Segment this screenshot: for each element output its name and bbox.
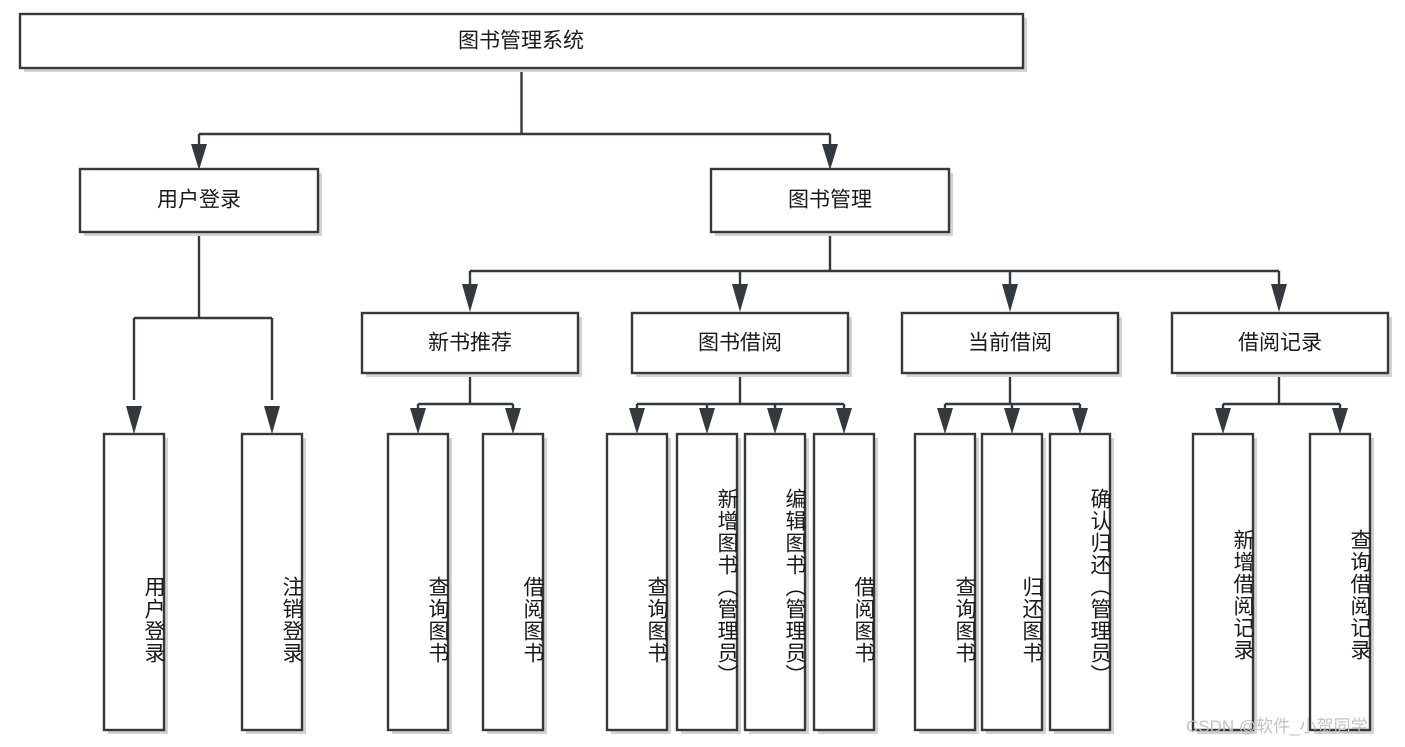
arrow-to-user-login [191, 144, 207, 170]
leaf-return-book-box[interactable] [980, 432, 1044, 732]
arrow-to-leaf-logout [264, 406, 280, 434]
node-book-borrow-label: 图书借阅 [698, 332, 782, 355]
node-current-borrow-box[interactable] [900, 311, 1120, 375]
arrow-to-leaf-return-book [1004, 408, 1020, 434]
connector-group [126, 68, 1348, 434]
node-new-book-recommend-label: 新书推荐 [428, 332, 512, 355]
node-new-book-recommend[interactable]: 新书推荐 [360, 311, 582, 377]
node-user-login-box[interactable] [78, 167, 320, 234]
leaf-logout-box[interactable] [240, 432, 304, 732]
node-borrow-record[interactable]: 借阅记录 [1170, 311, 1392, 377]
leaf-query-record-box[interactable] [1308, 432, 1372, 732]
leaf-borrow-book-1-box[interactable] [481, 432, 545, 732]
arrow-to-borrow-record [1271, 284, 1287, 312]
leaf-confirm-return[interactable] [1048, 432, 1114, 734]
leaf-query-book-2-box[interactable] [605, 432, 669, 732]
node-user-login-label: 用户登录 [157, 189, 241, 212]
leaf-edit-book-box[interactable] [743, 432, 807, 732]
node-book-manage[interactable]: 图书管理 [709, 167, 953, 236]
node-root[interactable]: 图书管理系统 [18, 12, 1027, 72]
leaf-borrow-book-2-box[interactable] [812, 432, 876, 732]
connector-root-to-level2 [197, 68, 832, 156]
leaf-add-record[interactable] [1191, 432, 1257, 734]
arrow-to-leaf-borrow-book-1 [505, 408, 521, 434]
leaf-borrow-book-1[interactable] [481, 432, 547, 734]
arrow-to-leaf-query-book-1 [410, 408, 426, 434]
arrow-to-leaf-confirm-return [1072, 408, 1088, 434]
node-new-book-recommend-box[interactable] [360, 311, 580, 375]
leaf-edit-book[interactable] [743, 432, 809, 734]
leaf-add-book-box[interactable] [675, 432, 739, 732]
connector-bookborrow-bus [635, 375, 846, 414]
arrow-to-leaf-user-login [126, 406, 142, 434]
node-root-label: 图书管理系统 [458, 30, 584, 53]
node-borrow-record-box[interactable] [1170, 311, 1390, 375]
connector-newbook-bus [416, 375, 515, 414]
leaf-query-book-3-box[interactable] [913, 432, 977, 732]
arrow-to-leaf-query-book-3 [937, 408, 953, 434]
arrow-to-leaf-borrow-book-2 [836, 408, 852, 434]
csdn-watermark: CSDN @软件_小贺同学 [1186, 717, 1368, 736]
arrow-to-current-borrow [1002, 284, 1018, 312]
leaf-query-book-1[interactable] [386, 432, 452, 734]
node-root-box[interactable] [18, 12, 1025, 70]
arrow-to-leaf-add-record [1215, 408, 1231, 434]
node-user-login[interactable]: 用户登录 [78, 167, 322, 236]
leaf-add-book[interactable] [675, 432, 741, 734]
arrow-to-leaf-query-book-2 [629, 408, 645, 434]
arrow-to-book-borrow [732, 284, 748, 312]
node-borrow-record-label: 借阅记录 [1238, 332, 1322, 355]
connector-bookmanage-bus [468, 232, 1281, 292]
node-current-borrow-label: 当前借阅 [968, 332, 1052, 355]
leaf-query-book-2[interactable] [605, 432, 671, 734]
arrow-to-new-book-recommend [462, 284, 478, 312]
node-book-borrow-box[interactable] [630, 311, 850, 375]
connector-userlogin-bus [132, 232, 274, 400]
leaf-add-record-box[interactable] [1191, 432, 1255, 732]
leaf-query-book-3[interactable] [913, 432, 979, 734]
node-book-borrow[interactable]: 图书借阅 [630, 311, 852, 377]
leaf-query-book-1-box[interactable] [386, 432, 450, 732]
node-book-manage-box[interactable] [709, 167, 951, 234]
arrow-to-leaf-edit-book [767, 408, 783, 434]
leaf-query-record[interactable] [1308, 432, 1374, 734]
leaf-user-login-box[interactable] [102, 432, 166, 732]
leaf-return-book[interactable] [980, 432, 1046, 734]
leaf-logout[interactable] [240, 432, 306, 734]
node-book-manage-label: 图书管理 [788, 189, 872, 212]
node-current-borrow[interactable]: 当前借阅 [900, 311, 1122, 377]
leaf-user-login[interactable] [102, 432, 168, 734]
arrow-to-leaf-add-book [699, 408, 715, 434]
arrow-to-leaf-query-record [1332, 408, 1348, 434]
leaf-confirm-return-box[interactable] [1048, 432, 1112, 732]
connector-borrowrecord-bus [1221, 375, 1342, 414]
arrow-to-book-manage [822, 144, 838, 170]
leaf-borrow-book-2[interactable] [812, 432, 878, 734]
